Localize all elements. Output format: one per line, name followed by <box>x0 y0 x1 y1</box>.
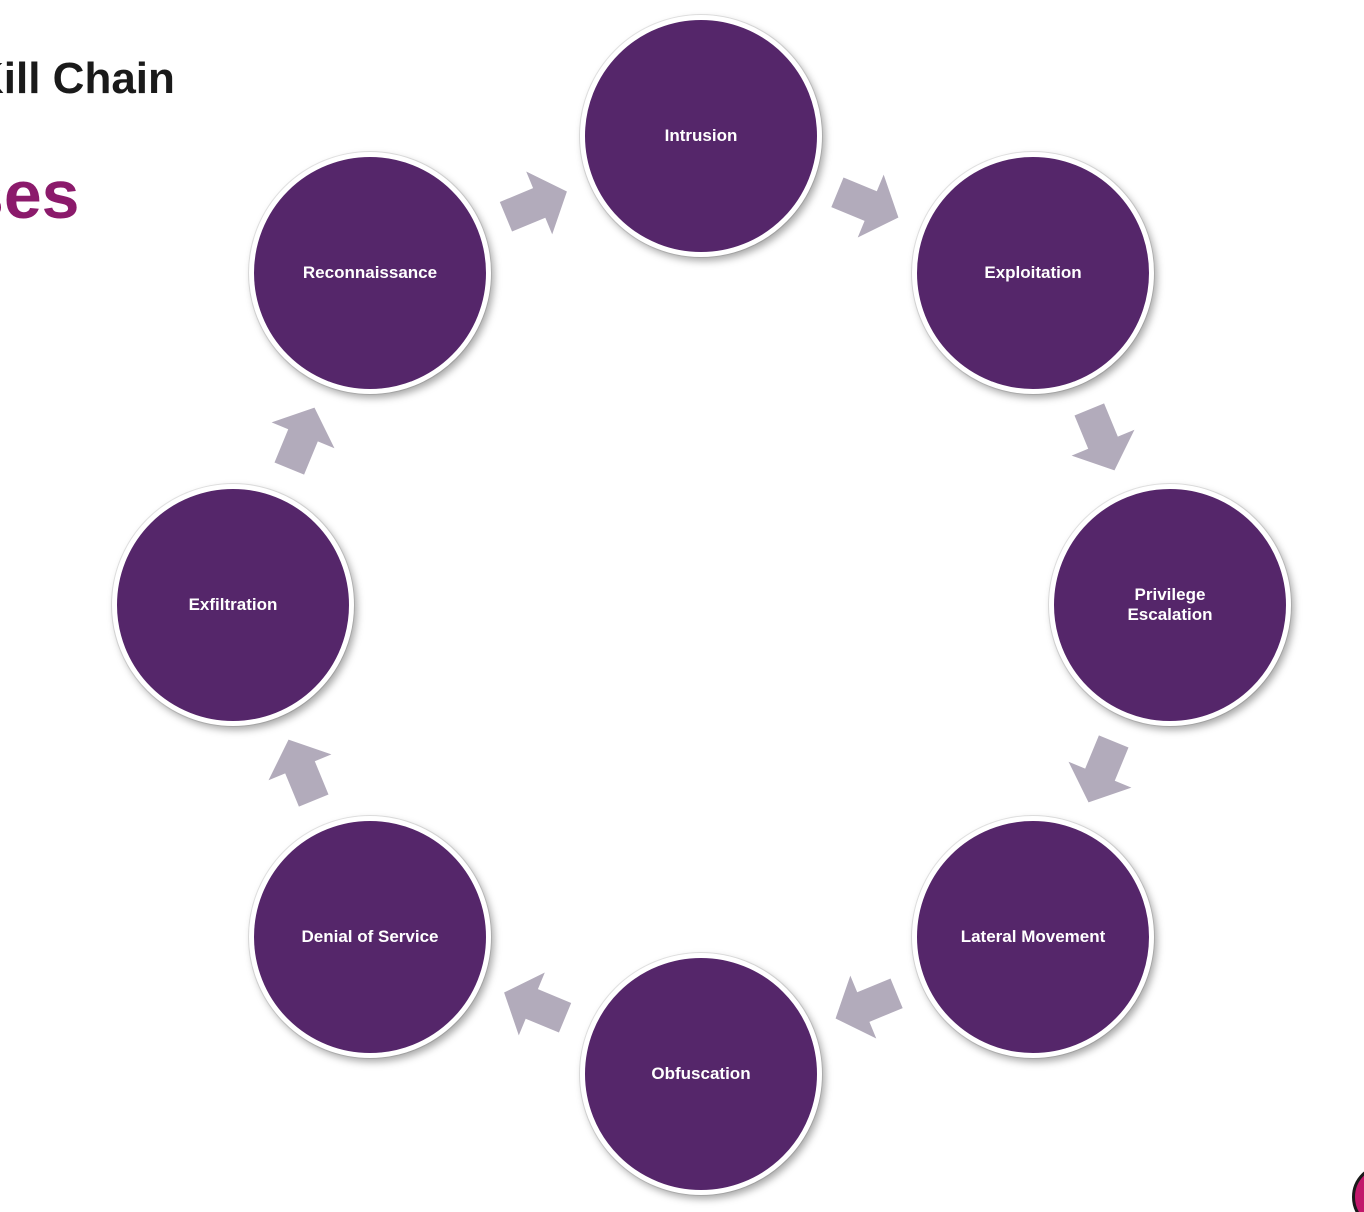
node-obfuscation: Obfuscation <box>580 953 822 1195</box>
node-exploitation: Exploitation <box>912 152 1154 394</box>
arrow-intrusion-to-exploitation <box>831 174 899 238</box>
node-label: Privilege Escalation <box>1127 585 1213 624</box>
node-label: Obfuscation <box>651 1064 751 1083</box>
slide-title: Kill Chain <box>0 54 175 103</box>
node-privilege-escalation: Privilege Escalation <box>1049 484 1291 726</box>
node-lateral-movement: Lateral Movement <box>912 816 1154 1058</box>
slide-subtitle: ses <box>0 157 80 233</box>
node-exfiltration: Exfiltration <box>112 484 354 726</box>
arrow-privilege-escalation-to-lateral-movement <box>1068 735 1132 803</box>
node-label: Exfiltration <box>188 595 278 614</box>
node-label: Intrusion <box>664 126 738 145</box>
node-reconnaissance: Reconnaissance <box>249 152 491 394</box>
arrow-exploitation-to-privilege-escalation <box>1071 403 1135 471</box>
arrow-obfuscation-to-denial-of-service <box>504 972 572 1036</box>
node-denial-of-service: Denial of Service <box>249 816 491 1058</box>
arrow-exfiltration-to-reconnaissance <box>271 407 335 475</box>
arrow-reconnaissance-to-intrusion <box>499 171 567 235</box>
node-label: Denial of Service <box>301 927 439 946</box>
arrow-denial-of-service-to-exfiltration <box>268 739 332 807</box>
node-label: Exploitation <box>984 263 1082 282</box>
node-label: Lateral Movement <box>960 927 1106 946</box>
node-label: Reconnaissance <box>302 263 438 282</box>
arrow-lateral-movement-to-obfuscation <box>835 975 903 1039</box>
brand-logo <box>1350 1162 1364 1212</box>
node-intrusion: Intrusion <box>580 15 822 257</box>
logo-icon <box>1352 1164 1364 1212</box>
